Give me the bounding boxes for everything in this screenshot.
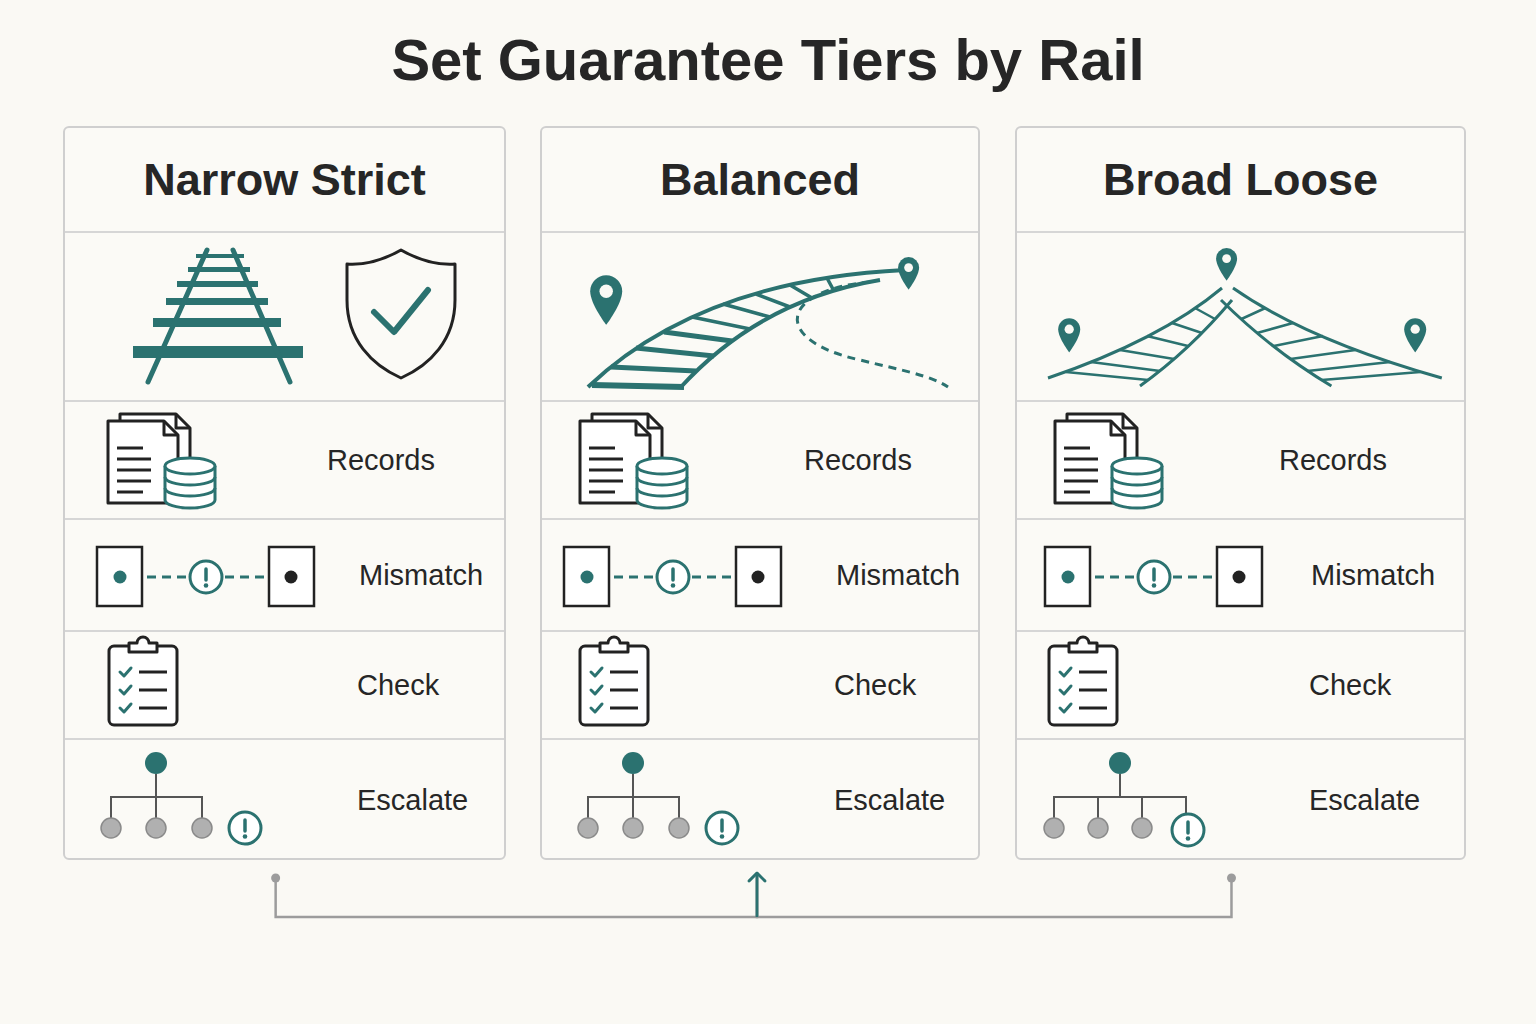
- step-label: Mismatch: [836, 520, 960, 630]
- step-row: Records: [65, 400, 504, 518]
- bracket-connector: [757, 873, 1236, 917]
- step-row: Check: [542, 630, 978, 738]
- step-label: Records: [327, 402, 435, 518]
- tier-heading: Balanced: [542, 128, 978, 233]
- step-row: Escalate: [1017, 738, 1464, 860]
- step-label: Check: [834, 632, 916, 738]
- tier-heading: Narrow Strict: [65, 128, 504, 233]
- step-row: Mismatch: [65, 518, 504, 630]
- step-label: Mismatch: [1311, 520, 1435, 630]
- step-label: Records: [804, 402, 912, 518]
- step-row: Check: [1017, 630, 1464, 738]
- tier-column: BalancedRecordsMismatchCheckEscalate: [540, 126, 980, 860]
- step-row: Mismatch: [542, 518, 978, 630]
- tier-column: Broad LooseRecordsMismatchCheckEscalate: [1015, 126, 1466, 860]
- step-label: Escalate: [834, 740, 945, 860]
- tier-column: Narrow StrictRecordsMismatchCheckEscalat…: [63, 126, 506, 860]
- step-label: Check: [357, 632, 439, 738]
- bracket-connector: [271, 873, 757, 917]
- step-label: Records: [1279, 402, 1387, 518]
- diagram-title: Set Guarantee Tiers by Rail: [0, 26, 1536, 93]
- step-row: Check: [65, 630, 504, 738]
- step-label: Check: [1309, 632, 1391, 738]
- step-label: Escalate: [1309, 740, 1420, 860]
- step-row: Mismatch: [1017, 518, 1464, 630]
- step-row: Escalate: [542, 738, 978, 860]
- step-row: Records: [542, 400, 978, 518]
- step-label: Mismatch: [359, 520, 483, 630]
- tier-heading: Broad Loose: [1017, 128, 1464, 233]
- step-row: Escalate: [65, 738, 504, 860]
- step-row: Records: [1017, 400, 1464, 518]
- step-label: Escalate: [357, 740, 468, 860]
